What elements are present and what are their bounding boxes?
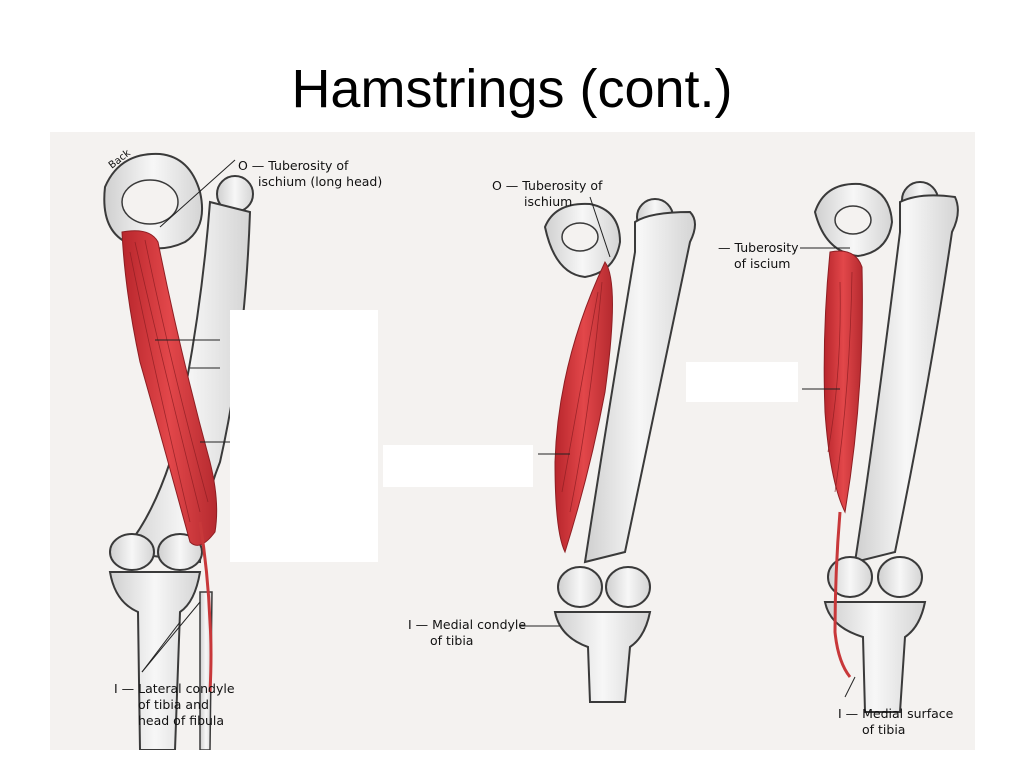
origin-label-panel-2: O — Tuberosity of ischium <box>492 178 603 209</box>
panel-semitendinosus <box>520 196 696 703</box>
hamstrings-diagram: Back O — Tuberosity of ischium (long hea… <box>50 132 975 750</box>
insertion-label-panel-2: I — Medial condyle of tibia <box>408 617 527 648</box>
diagram-artwork <box>50 132 975 750</box>
origin-label-panel-1: O — Tuberosity of ischium (long head) <box>238 158 383 189</box>
answer-blank <box>383 445 533 487</box>
panel-semimembranosus <box>800 181 959 713</box>
insertion-label-panel-1: I — Lateral condyle of tibia and head of… <box>114 681 235 728</box>
answer-blank <box>230 310 378 562</box>
answer-blank <box>686 362 798 402</box>
insertion-label-panel-3: I — Medial surface of tibia <box>838 706 954 737</box>
origin-label-panel-3: — Tuberosity of iscium <box>718 240 799 271</box>
panel-biceps-femoris <box>103 152 254 750</box>
slide-title: Hamstrings (cont.) <box>291 59 733 119</box>
